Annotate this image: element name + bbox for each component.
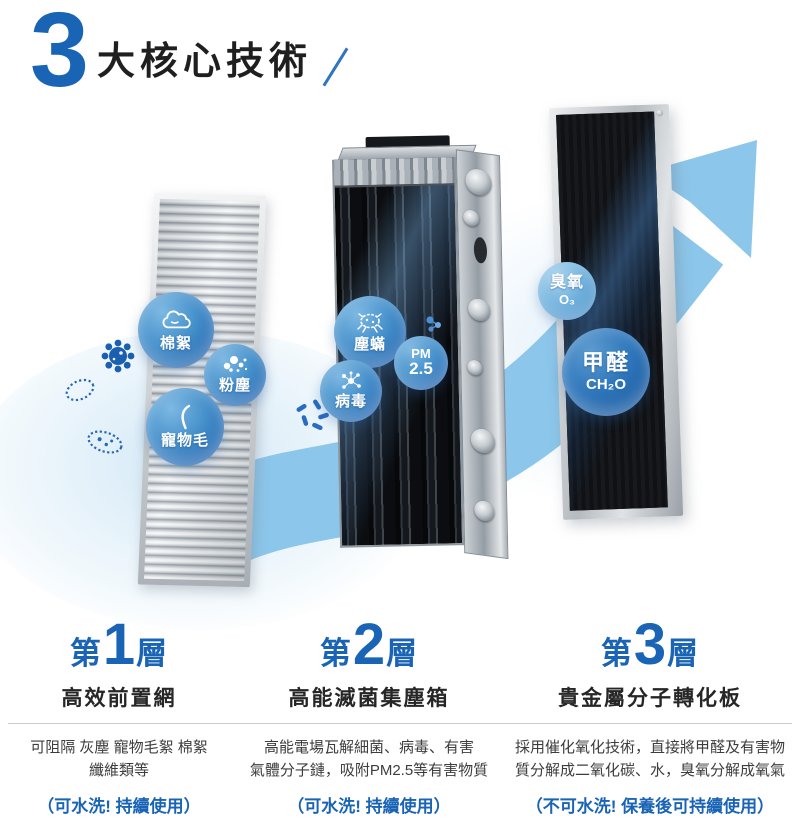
layer-1-desc-line1: 可阻隔 灰塵 寵物毛絮 棉絮 <box>30 739 208 756</box>
airflow-arrowhead <box>645 140 757 258</box>
dust-mite-icon <box>357 313 383 334</box>
layer-3-heading: 第 3 層 <box>508 616 792 674</box>
dust-particles-icon <box>223 356 248 373</box>
layer-2-description: 高能電場瓦解細菌、病毒、有害 氣體分子鏈，吸附PM2.5等有害物質 <box>230 736 508 783</box>
layer-2-prefix: 第 <box>319 636 352 671</box>
divider <box>8 723 230 724</box>
layer-2-suffix: 層 <box>386 636 419 671</box>
layer-1-section: 第 1 層 高效前置網 可阻隔 灰塵 寵物毛絮 棉絮 纖維類等 （可水洗! 持續… <box>8 616 230 817</box>
layer-2-desc-line2: 氣體分子鏈，吸附PM2.5等有害物質 <box>249 762 489 780</box>
layer-3-desc-line2: 質分解成二氧化碳、水，臭氧分解成氧氣 <box>514 762 785 780</box>
bubble-formaldehyde-label: 甲醛 <box>581 349 630 375</box>
layer-2-desc-line1: 高能電場瓦解細菌、病毒、有害 <box>263 739 474 756</box>
divider <box>230 723 508 724</box>
layer-2-title: 高能滅菌集塵箱 <box>288 687 450 710</box>
bubble-virus: 病毒 <box>320 360 382 422</box>
layer-1-note: （可水洗! 持續使用） <box>37 796 201 816</box>
layer-1-suffix: 層 <box>136 636 169 671</box>
page-title: 3 大核心技術 <box>30 0 349 109</box>
layer-1-title: 高效前置網 <box>61 687 177 710</box>
bubble-cotton: 棉絮 <box>138 292 214 368</box>
bacilli-cluster-icon <box>296 399 329 431</box>
bubble-ozone-label: 臭氧 <box>549 274 584 291</box>
bubble-pet-hair-label: 寵物毛 <box>160 432 209 450</box>
bubble-dust-mite-label: 塵蟎 <box>353 336 386 354</box>
layer-3-section: 第 3 層 貴金屬分子轉化板 採用催化氧化技術，直接將甲醛及有害物 質分解成二氧… <box>508 616 792 817</box>
bubble-pm25: PM 2.5 <box>394 336 448 390</box>
layer-2-section: 第 2 層 高能滅菌集塵箱 高能電場瓦解細菌、病毒、有害 氣體分子鏈，吸附PM2… <box>230 616 508 817</box>
bubble-formaldehyde-formula: CH₂O <box>586 375 626 393</box>
bubble-pm25-line1: PM <box>411 346 431 362</box>
bacteria-outline-icon <box>87 430 123 454</box>
layer-1-desc-line2: 纖維類等 <box>88 762 149 780</box>
header-title-text: 大核心技術 <box>96 41 312 84</box>
bubble-formaldehyde: 甲醛 CH₂O <box>562 328 650 416</box>
bubble-pet-hair: 寵物毛 <box>146 388 224 466</box>
bubble-dust-label: 粉塵 <box>218 377 251 395</box>
layer-3-prefix: 第 <box>600 636 633 671</box>
header-number: 3 <box>30 0 89 109</box>
germ-outline-icon <box>65 378 95 402</box>
layer-3-suffix: 層 <box>667 636 700 671</box>
bubble-dust: 粉塵 <box>204 344 266 406</box>
bubble-cotton-label: 棉絮 <box>159 335 192 353</box>
molecule-cluster-icon <box>426 316 441 332</box>
layer-3-desc-line1: 採用催化氧化技術，直接將甲醛及有害物 <box>514 739 785 756</box>
bubble-virus-label: 病毒 <box>334 393 367 411</box>
layer-2-note: （可水洗! 持續使用） <box>287 796 451 816</box>
virus-particle-icon <box>101 339 135 373</box>
layer-descriptions: 第 1 層 高效前置網 可阻隔 灰塵 寵物毛絮 棉絮 纖維類等 （可水洗! 持續… <box>0 616 800 817</box>
layer-3-description: 採用催化氧化技術，直接將甲醛及有害物 質分解成二氧化碳、水，臭氧分解成氧氣 <box>508 736 792 783</box>
bubble-dust-mite: 塵蟎 <box>334 296 406 368</box>
layer-1-prefix: 第 <box>69 636 102 671</box>
bubble-ozone: 臭氧 O₃ <box>538 262 596 320</box>
layer-3-note: （不可水洗! 保養後可持續使用） <box>525 796 775 816</box>
layer-2-number: 2 <box>352 612 386 677</box>
bubble-ozone-formula: O₃ <box>558 292 576 308</box>
layer-1-description: 可阻隔 灰塵 寵物毛絮 棉絮 纖維類等 <box>8 736 230 783</box>
pet-hair-icon <box>181 405 191 430</box>
cotton-cloud-icon <box>162 310 191 329</box>
bubble-pm25-line2: 2.5 <box>409 359 433 379</box>
layer-3-title: 貴金屬分子轉化板 <box>558 687 742 710</box>
layer-2-heading: 第 2 層 <box>230 616 508 674</box>
layer-1-heading: 第 1 層 <box>8 616 230 674</box>
divider <box>508 723 792 724</box>
layer-3-number: 3 <box>633 612 667 677</box>
layer-1-number: 1 <box>102 612 136 677</box>
virus-molecule-icon <box>342 371 361 390</box>
